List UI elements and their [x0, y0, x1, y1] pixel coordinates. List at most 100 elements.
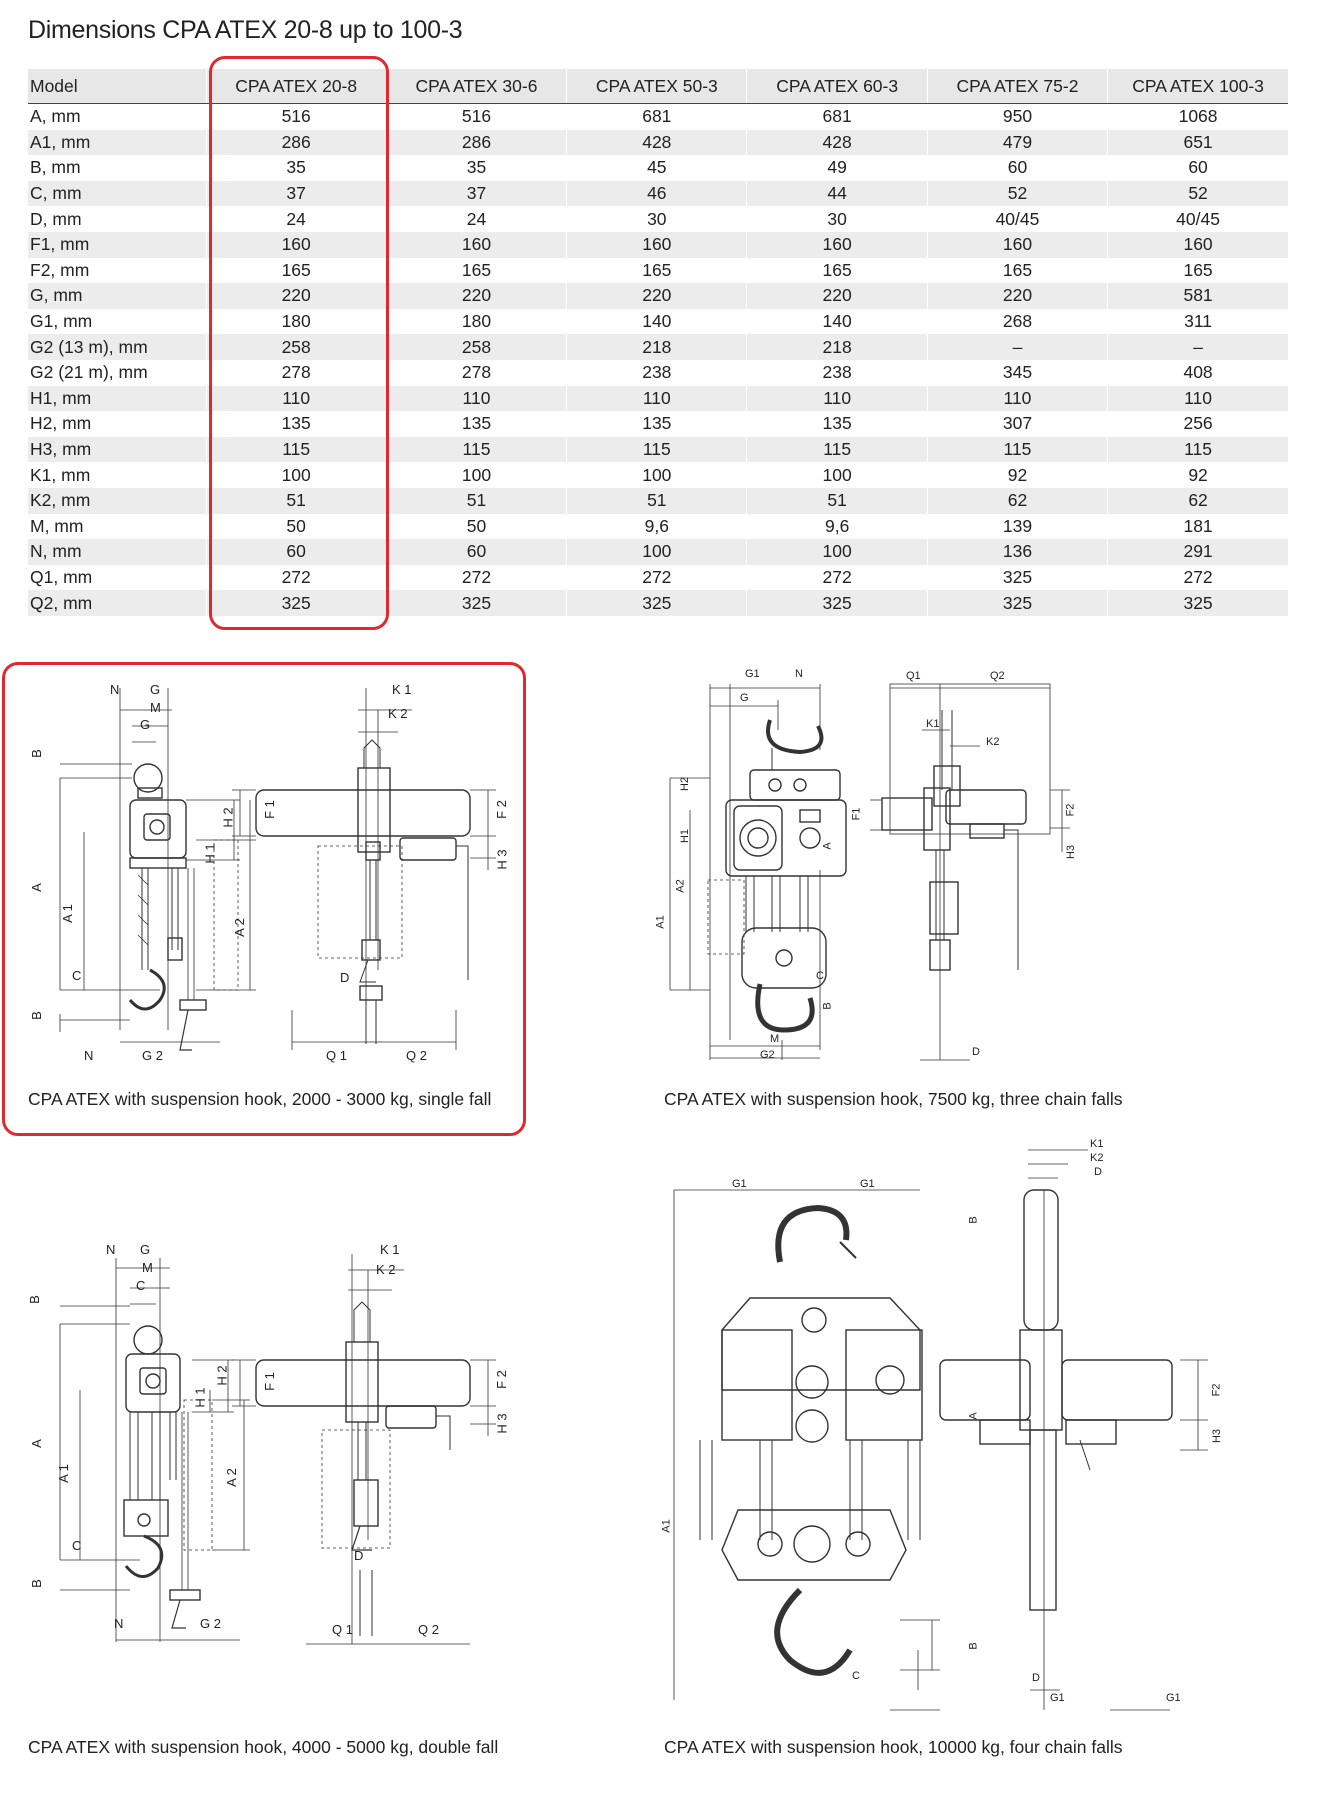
row-label-cell: G2 (13 m), mm [28, 334, 206, 360]
four-falls-labels: G1 G1 B A A1 B C G1 G1 K1 K2 D F2 H3 D [650, 1130, 1280, 1720]
table-cell: 51 [746, 487, 928, 514]
table-cell: 160 [566, 231, 747, 258]
table-cell: 110 [926, 385, 1108, 412]
table-cell: 35 [205, 155, 387, 181]
table-cell: 311 [1107, 308, 1288, 335]
table-cell: 110 [385, 385, 567, 412]
table-cell: 258 [205, 334, 387, 360]
table-header-cell: CPA ATEX 100-3 [1107, 69, 1288, 104]
page-title: Dimensions CPA ATEX 20-8 up to 100-3 [28, 16, 463, 44]
dim-label: G [150, 682, 161, 697]
dim-label: B [967, 1642, 980, 1650]
drawing-double-fall [59, 1254, 496, 1645]
table-cell: 218 [566, 334, 747, 360]
table-cell: 24 [205, 206, 387, 232]
row-label-cell: C, mm [28, 180, 206, 207]
table-cell: 345 [926, 359, 1108, 386]
row-label-cell: Q1, mm [28, 564, 206, 591]
dim-label: G1 [745, 668, 760, 680]
table-cell: 100 [746, 539, 928, 565]
dim-label: D [972, 1046, 980, 1058]
dim-label: N [114, 1616, 124, 1631]
dim-label: K 1 [392, 682, 412, 697]
table-cell: 325 [746, 590, 928, 616]
dim-label: A 2 [223, 1468, 239, 1487]
table-cell: 140 [746, 308, 928, 335]
dim-label: F 2 [493, 1370, 509, 1389]
table-cell: 258 [385, 334, 567, 360]
dim-label: G [140, 717, 151, 732]
dim-label: C [136, 1278, 146, 1293]
table-cell: 37 [385, 180, 567, 207]
table-cell: 218 [746, 334, 928, 360]
highlight-panel-frame [2, 662, 526, 1136]
table-cell: 139 [926, 513, 1108, 540]
table-cell: 286 [205, 129, 387, 156]
table-cell: 581 [1107, 283, 1288, 309]
row-label-cell: K1, mm [28, 462, 206, 488]
table-cell: 286 [385, 129, 567, 156]
table-cell: 291 [1107, 539, 1288, 565]
dim-label: K1 [1090, 1138, 1104, 1150]
table-cell: 51 [385, 487, 567, 514]
table-cell: 37 [205, 180, 387, 207]
row-label-cell: H2, mm [28, 411, 206, 437]
dim-label: H3 [1211, 1428, 1224, 1444]
dim-label: D [340, 970, 350, 985]
row-label-cell: M, mm [28, 513, 206, 540]
table-cell: 256 [1107, 411, 1288, 437]
dim-label: D [1094, 1166, 1102, 1178]
table-cell: 100 [746, 462, 928, 488]
table-cell: 479 [926, 129, 1108, 156]
row-label-cell: F2, mm [28, 257, 206, 284]
drawing-single-fall [59, 688, 496, 1051]
table-header-cell: CPA ATEX 30-6 [385, 69, 567, 104]
table-cell: 516 [205, 103, 387, 130]
table-cell: 278 [205, 359, 387, 386]
dim-label: N [106, 1242, 116, 1257]
dim-label: A 1 [55, 1464, 71, 1483]
table-cell: 100 [205, 462, 387, 488]
dim-label: N [795, 668, 803, 680]
dim-label: G 2 [200, 1616, 221, 1631]
table-cell: 140 [566, 308, 747, 335]
table-cell: 100 [385, 462, 567, 488]
dim-label: M [142, 1260, 153, 1275]
caption-double-fall: CPA ATEX with suspension hook, 4000 - 50… [28, 1737, 499, 1757]
dim-label: K2 [986, 736, 1000, 748]
table-cell: 325 [385, 590, 567, 616]
dim-label: H 1 [192, 1387, 208, 1408]
dim-label: Q2 [990, 670, 1005, 682]
dim-label: C [816, 970, 824, 982]
dim-label: H3 [1065, 844, 1078, 860]
row-label-cell: B, mm [28, 155, 206, 181]
row-label-cell: H1, mm [28, 385, 206, 412]
caption-three-falls: CPA ATEX with suspension hook, 7500 kg, … [664, 1089, 1123, 1109]
table-cell: 238 [566, 359, 747, 386]
table-cell: 160 [1107, 231, 1288, 258]
table-cell: 681 [566, 103, 747, 130]
dim-label: B [26, 1295, 42, 1304]
table-cell: 51 [566, 487, 747, 514]
row-label-cell: D, mm [28, 206, 206, 232]
row-label-cell: G2 (21 m), mm [28, 359, 206, 386]
table-cell: 62 [1107, 487, 1288, 514]
dim-label: Q 1 [326, 1048, 347, 1063]
dim-label: B [967, 1216, 980, 1224]
table-cell: 272 [746, 564, 928, 591]
table-cell: 110 [566, 385, 747, 412]
single-fall-labels: N G M G B H 2 H 1 A 2 A A 1 C B N G 2 K … [20, 670, 520, 1070]
table-cell: 60 [1107, 155, 1288, 181]
table-cell: 115 [566, 436, 747, 463]
dim-label: Q1 [906, 670, 921, 682]
table-cell: 30 [746, 206, 928, 232]
table-cell: 60 [385, 539, 567, 565]
table-cell: 30 [566, 206, 747, 232]
table-cell: 160 [385, 231, 567, 258]
dim-label: M [150, 700, 161, 715]
dim-label: C [72, 1538, 82, 1553]
